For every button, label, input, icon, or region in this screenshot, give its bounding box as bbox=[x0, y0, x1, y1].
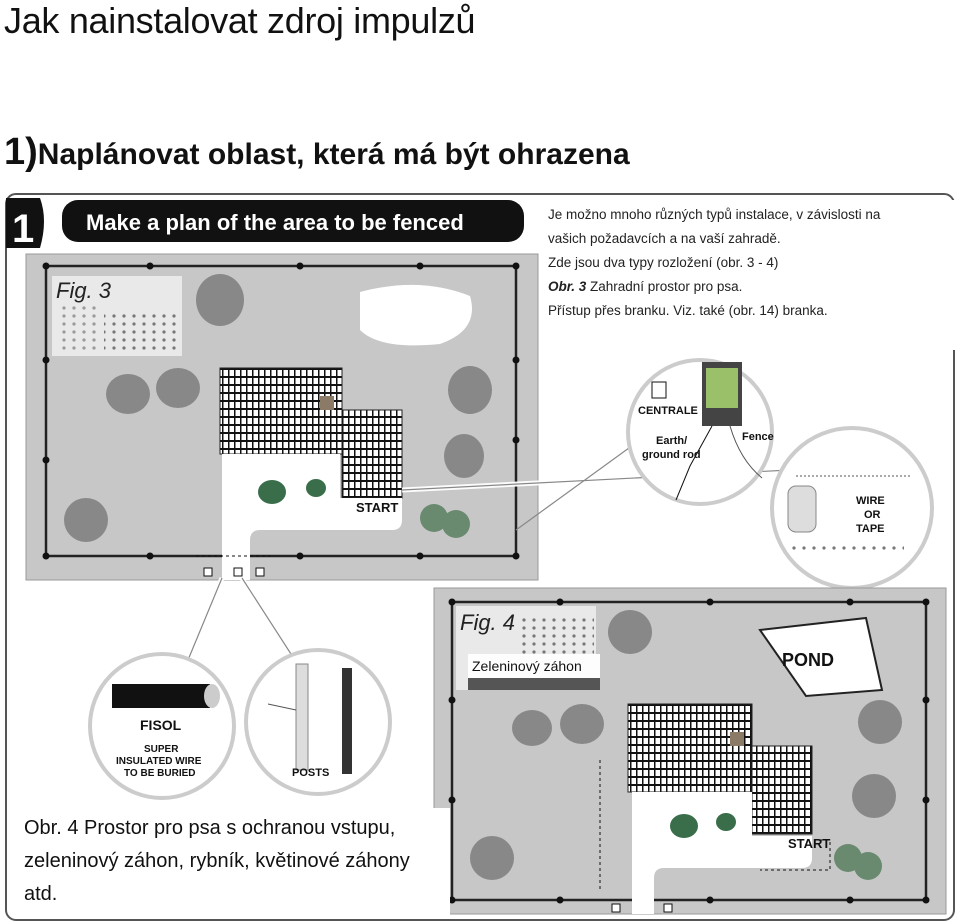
fig3-start-label: START bbox=[356, 500, 398, 515]
vegetable-bed-label: Zeleninový záhon bbox=[468, 654, 600, 690]
wire-label-1: WIRE bbox=[856, 495, 885, 507]
step-text: Naplánovat oblast, která má být ohrazena bbox=[37, 138, 630, 171]
note-line-3: Zde jsou dva typy rozložení (obr. 3 - 4) bbox=[548, 255, 779, 270]
fence-label: Fence bbox=[742, 431, 774, 443]
page-title: Jak nainstalovat zdroj impulzů bbox=[4, 0, 476, 41]
pond-label: POND bbox=[782, 650, 834, 670]
fig3-plan: Fig. 3 START bbox=[25, 253, 539, 581]
note-line-5: Přístup přes branku. Viz. také (obr. 14)… bbox=[548, 303, 828, 318]
fig4-label: Fig. 4 bbox=[460, 610, 515, 635]
figure-caption: Obr. 4 Prostor pro psa s ochranou vstupu… bbox=[18, 808, 450, 915]
banner-text: Make a plan of the area to be fenced bbox=[86, 210, 464, 235]
wire-tape-detail: WIRE OR TAPE bbox=[770, 426, 934, 590]
super-label-1: SUPER bbox=[144, 744, 179, 755]
wire-label-2: OR bbox=[864, 509, 881, 521]
step-number: 1) bbox=[4, 131, 38, 173]
note-line-1: Je možno mnoho různých typů instalace, v… bbox=[548, 207, 881, 222]
note-line-4-text: Zahradní prostor pro psa. bbox=[586, 279, 743, 294]
posts-label: POSTS bbox=[292, 767, 329, 779]
centrale-detail: CENTRALE Earth/ ground rod Fence bbox=[626, 358, 774, 506]
earth-label: Earth/ bbox=[656, 435, 687, 447]
installation-note: Je možno mnoho různých typů instalace, v… bbox=[540, 200, 960, 350]
banner-bg bbox=[62, 200, 524, 242]
badge-number: 1 bbox=[12, 207, 34, 251]
note-fig-ref: Obr. 3 bbox=[548, 279, 587, 294]
step-badge: 1 bbox=[6, 198, 44, 251]
note-line-2: vašich požadavcích a na vaší zahradě. bbox=[548, 231, 781, 246]
super-label-3: TO BE BURIED bbox=[124, 768, 196, 779]
fig4-plan: Fig. 4 POND START bbox=[433, 587, 947, 915]
centrale-label: CENTRALE bbox=[638, 405, 698, 417]
posts-detail: POSTS bbox=[244, 648, 392, 796]
fig3-label: Fig. 3 bbox=[56, 278, 112, 303]
note-line-4: Obr. 3 Zahradní prostor pro psa. bbox=[548, 278, 742, 296]
ground-label: ground rod bbox=[642, 449, 701, 461]
step-heading: 1)Naplánovat oblast, která má být ohraze… bbox=[4, 130, 630, 177]
fisol-detail: FISOL SUPER INSULATED WIRE TO BE BURIED bbox=[88, 652, 236, 800]
fig4-start-label: START bbox=[788, 836, 830, 851]
super-label-2: INSULATED WIRE bbox=[116, 756, 202, 767]
fisol-label: FISOL bbox=[140, 717, 182, 733]
wire-label-3: TAPE bbox=[856, 523, 885, 535]
